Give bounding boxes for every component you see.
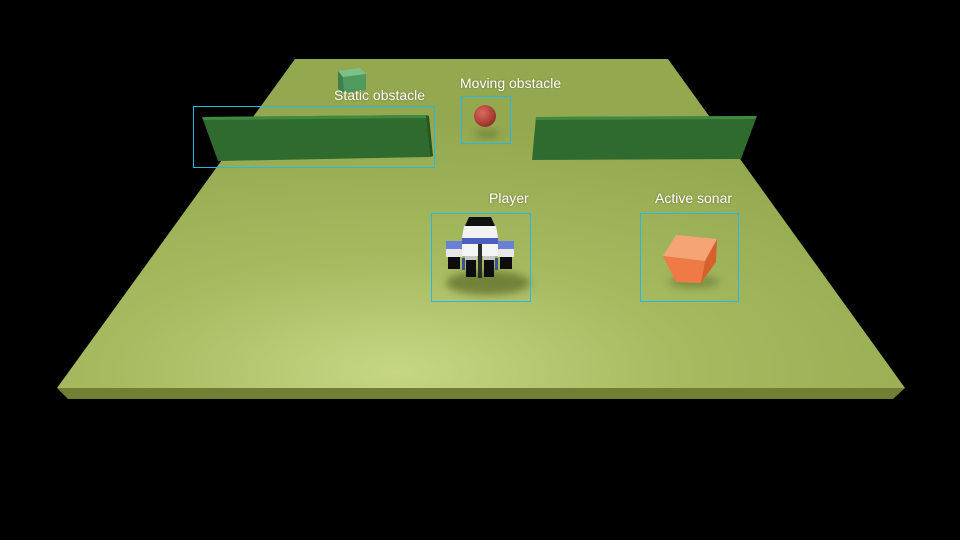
static-obstacle-label: Static obstacle [334, 87, 426, 103]
right-wall [532, 116, 757, 160]
small-cube [338, 68, 366, 93]
moving-obstacle-ball [474, 105, 500, 138]
static-obstacle-wall [202, 115, 433, 161]
player-label: Player [489, 190, 529, 206]
floor-edge [57, 388, 905, 399]
active-sonar-highlight-box [640, 213, 739, 302]
player-highlight-box [431, 213, 531, 302]
player-robot [446, 217, 530, 295]
static-obstacle-highlight-box [193, 106, 435, 168]
active-sonar-cube [663, 235, 720, 288]
moving-obstacle-highlight-box [461, 96, 511, 144]
moving-obstacle-label: Moving obstacle [460, 75, 562, 91]
active-sonar-label: Active sonar [655, 190, 733, 206]
